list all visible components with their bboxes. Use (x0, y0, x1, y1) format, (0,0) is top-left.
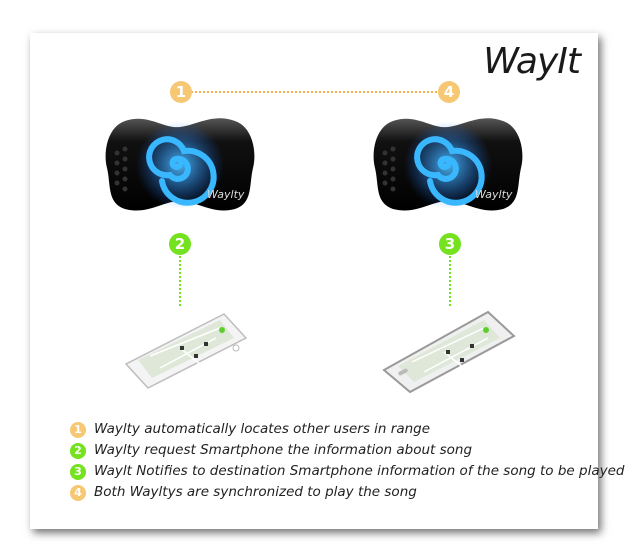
badge-4: 4 (438, 81, 460, 103)
legend-badge-3: 3 (70, 464, 86, 480)
diagram-card: WayIt 1 4 2 3 Waylty (30, 33, 624, 529)
badge-3: 3 (439, 233, 461, 255)
legend-text-2: Waylty request Smartphone the informatio… (94, 442, 473, 458)
legend-text-1: Waylty automatically locates other users… (94, 421, 431, 437)
device-label-left: Waylty (207, 188, 245, 201)
smartphone-right (382, 310, 516, 394)
connector-lines (179, 91, 451, 308)
legend-badge-4: 4 (70, 485, 86, 501)
legend-badge-1: 1 (70, 422, 86, 438)
legend-text-3: Waylt Notifies to destination Smartphone… (94, 463, 625, 479)
badge-2: 2 (169, 233, 191, 255)
waylty-device-left: Waylty (105, 118, 255, 211)
legend-text-4: Both Wayltys are synchronized to play th… (94, 484, 417, 500)
legend-badge-2: 2 (70, 443, 86, 459)
smartphone-left (124, 313, 248, 389)
waylty-device-right: Waylty (373, 118, 523, 211)
brand-title: WayIt (483, 41, 581, 82)
badge-1: 1 (170, 81, 192, 103)
device-label-right: Waylty (475, 188, 513, 201)
